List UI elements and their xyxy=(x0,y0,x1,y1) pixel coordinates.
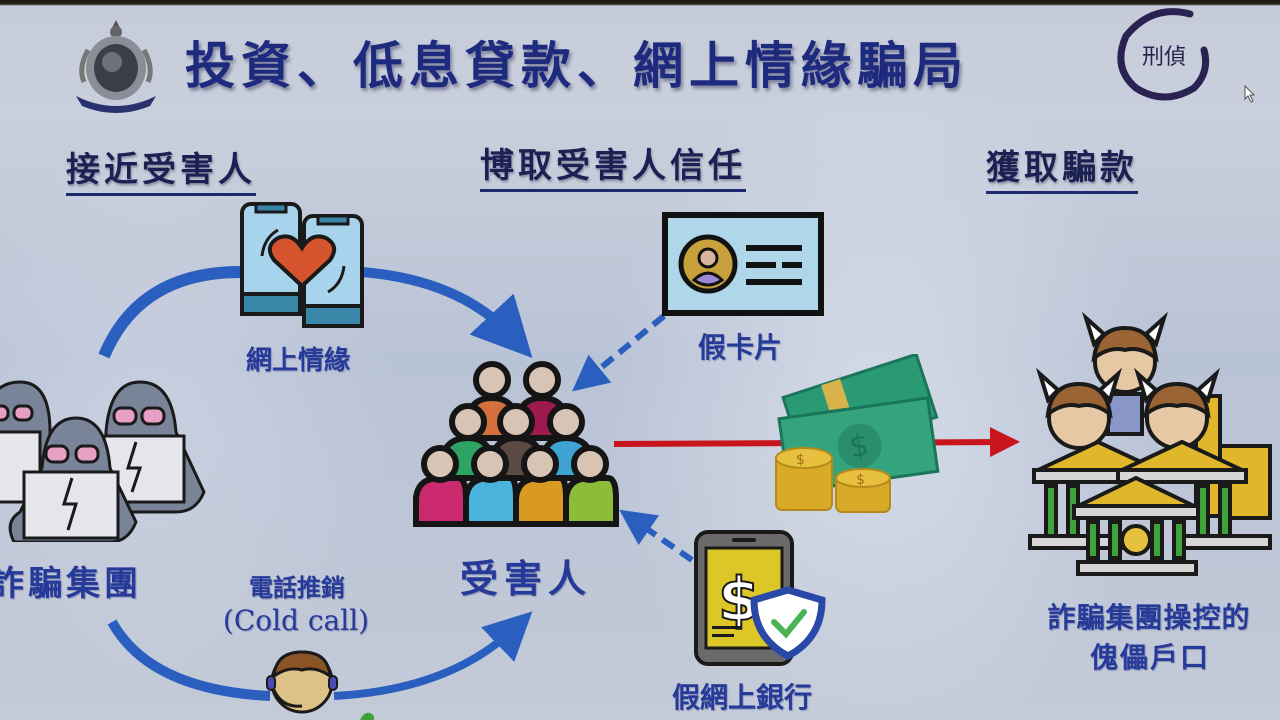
arc-romance-to-victims xyxy=(361,267,533,358)
svg-text:$: $ xyxy=(856,472,865,488)
mouse-cursor-icon xyxy=(1244,85,1256,103)
label-cold-call-english: (Cold call) xyxy=(222,604,370,637)
section-heading-trust: 博取受害人信任 xyxy=(480,138,746,192)
crowd-icon xyxy=(412,358,622,534)
arc-syndicate-to-romance xyxy=(98,265,246,359)
secure-banking-phone-icon: $ xyxy=(692,528,828,668)
dashed-card-to-victims xyxy=(572,313,666,392)
label-cold-call: 電話推銷 xyxy=(249,573,345,602)
phones-heart-icon xyxy=(238,200,368,330)
police-crest-logo xyxy=(66,16,166,116)
label-fake-card: 假卡片 xyxy=(697,331,782,364)
section-heading-approach: 接近受害人 xyxy=(66,142,256,196)
label-victims: 受害人 xyxy=(460,556,593,601)
arc-syndicate-to-coldcall xyxy=(107,619,271,701)
label-mule-accounts-line1: 詐騙集團操控的 xyxy=(1047,601,1251,634)
id-card-icon xyxy=(662,212,824,316)
call-operator-icon xyxy=(262,646,382,720)
svg-text:$: $ xyxy=(847,428,871,465)
label-fraud-syndicate: 詐騙集團 xyxy=(0,564,142,604)
label-fake-bank: 假網上銀行 xyxy=(671,681,812,714)
slide-title: 投資、低息貸款、網上情緣騙局 xyxy=(185,36,969,95)
svg-text:$: $ xyxy=(796,452,805,468)
cash-coins-icon: $ $ $ xyxy=(772,354,942,520)
label-mule-accounts-line2: 傀儡戶口 xyxy=(1089,641,1210,674)
cid-logo: 刑偵 xyxy=(1112,6,1216,102)
hackers-icon xyxy=(0,372,210,542)
section-heading-obtain: 獲取騙款 xyxy=(986,140,1138,194)
arc-coldcall-to-victims xyxy=(333,611,533,700)
label-online-romance: 網上情緣 xyxy=(245,346,350,376)
cid-logo-text: 刑偵 xyxy=(1142,45,1186,70)
dashed-bank-to-victims xyxy=(619,509,694,563)
devil-banks-icon xyxy=(1028,310,1274,578)
